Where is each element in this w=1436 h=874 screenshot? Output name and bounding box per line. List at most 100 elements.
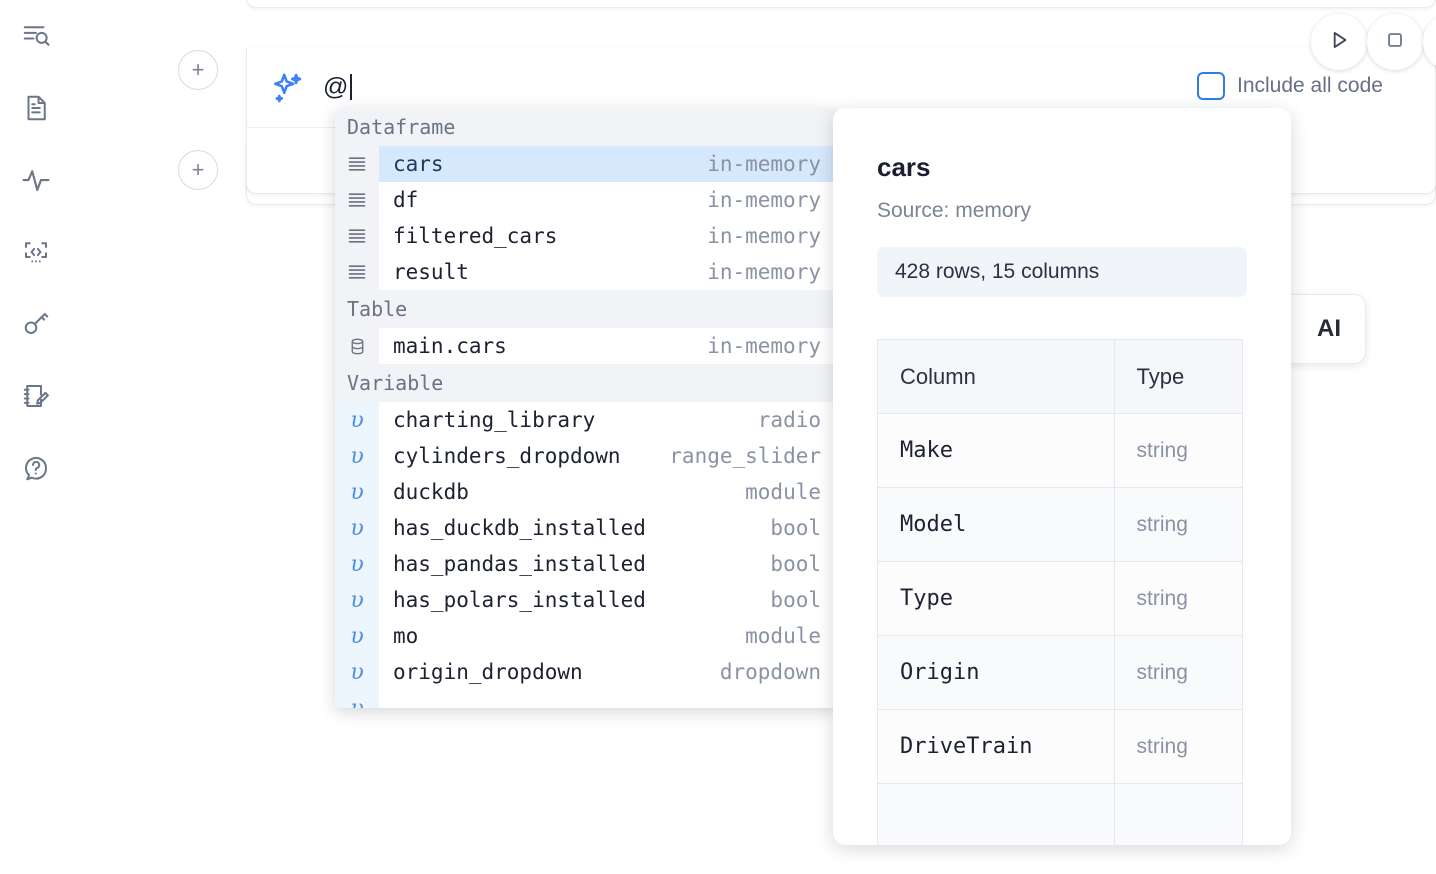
variable-icon: υ xyxy=(335,546,379,582)
variable-icon: υ xyxy=(335,438,379,474)
autocomplete-item[interactable]: main.cars in-memory xyxy=(335,328,835,364)
autocomplete-section-header: Dataframe xyxy=(335,108,835,146)
variable-icon: υ xyxy=(335,474,379,510)
schema-column-type: string xyxy=(1113,709,1244,784)
dataframe-icon xyxy=(335,218,379,254)
autocomplete-item-name: cylinders_dropdown xyxy=(393,444,621,468)
key-icon[interactable] xyxy=(14,302,58,346)
autocomplete-item-name: has_duckdb_installed xyxy=(393,516,646,540)
more-actions-button[interactable] xyxy=(1423,14,1436,70)
autocomplete-item-type: in-memory xyxy=(707,334,821,358)
stop-button[interactable] xyxy=(1367,14,1423,70)
database-icon xyxy=(335,328,379,364)
autocomplete-item-type: in-memory xyxy=(707,188,821,212)
autocomplete-item-type: module xyxy=(745,480,821,504)
variable-icon: υ xyxy=(335,582,379,618)
activity-icon[interactable] xyxy=(14,158,58,202)
dataframe-icon xyxy=(335,254,379,290)
autocomplete-item[interactable]: υ charting_library radio xyxy=(335,402,835,438)
autocomplete-item[interactable]: υ has_pandas_installed bool xyxy=(335,546,835,582)
plus-icon: + xyxy=(191,157,205,182)
autocomplete-item[interactable]: υ has_duckdb_installed bool xyxy=(335,510,835,546)
add-cell-button-bottom[interactable]: + xyxy=(178,150,218,190)
autocomplete-item[interactable]: cars in-memory xyxy=(335,146,835,182)
preview-title: cars xyxy=(877,152,931,182)
column-header-column: Column xyxy=(877,339,1115,414)
table-header-row: Column Type xyxy=(877,339,1244,414)
schema-column-name: Model xyxy=(877,487,1115,562)
autocomplete-item-name: result xyxy=(393,260,469,284)
autocomplete-item-name: main.cars xyxy=(393,334,507,358)
variable-icon: υ xyxy=(335,654,379,690)
stop-icon xyxy=(1382,27,1408,58)
autocomplete-item-name: origin_dropdown xyxy=(393,660,583,684)
variable-icon: υ xyxy=(335,510,379,546)
text-caret xyxy=(349,74,352,100)
autocomplete-item-type: bool xyxy=(770,588,821,612)
cell-above-partial xyxy=(246,0,1436,8)
autocomplete-section-header: Variable xyxy=(335,364,835,402)
autocomplete-item-type: bool xyxy=(770,552,821,576)
autocomplete-item-body: cars in-memory xyxy=(379,146,835,182)
add-cell-button-top[interactable]: + xyxy=(178,50,218,90)
help-icon[interactable] xyxy=(14,446,58,490)
explore-icon[interactable] xyxy=(14,14,58,58)
chat-with-ai-label: AI xyxy=(1317,315,1341,342)
code-snippet-icon[interactable] xyxy=(14,230,58,274)
dataframe-icon xyxy=(335,146,379,182)
schema-column-type: string xyxy=(1113,635,1244,710)
variable-icon: υ xyxy=(335,690,379,708)
document-icon[interactable] xyxy=(14,86,58,130)
autocomplete-item-body: main.cars in-memory xyxy=(379,328,835,364)
table-row-partial xyxy=(877,783,1244,845)
preview-source: Source: memory xyxy=(877,199,1032,222)
variable-icon: υ xyxy=(335,402,379,438)
column-header-type: Type xyxy=(1113,339,1244,414)
autocomplete-item-partial[interactable]: υ xyxy=(335,690,835,708)
include-all-code-checkbox[interactable] xyxy=(1197,72,1225,100)
schema-column-type: string xyxy=(1113,487,1244,562)
autocomplete-item-type: radio xyxy=(757,408,821,432)
autocomplete-item-name: has_polars_installed xyxy=(393,588,646,612)
autocomplete-item[interactable]: υ has_polars_installed bool xyxy=(335,582,835,618)
ai-prompt-input[interactable]: @ xyxy=(323,73,352,102)
scratchpad-icon[interactable] xyxy=(14,374,58,418)
schema-column-name xyxy=(877,783,1115,845)
include-all-code-control[interactable]: Include all code xyxy=(1197,72,1383,100)
left-icon-rail xyxy=(0,0,72,874)
autocomplete-item-body: duckdb module xyxy=(379,474,835,510)
run-button[interactable] xyxy=(1311,14,1367,70)
autocomplete-item-name: has_pandas_installed xyxy=(393,552,646,576)
autocomplete-item-name: mo xyxy=(393,624,419,648)
schema-column-type: string xyxy=(1113,561,1244,636)
autocomplete-item-type: bool xyxy=(770,516,821,540)
autocomplete-item-name: charting_library xyxy=(393,408,596,432)
schema-column-name: Make xyxy=(877,413,1115,488)
schema-column-name: Origin xyxy=(877,635,1115,710)
variable-icon: υ xyxy=(335,618,379,654)
autocomplete-item-type: in-memory xyxy=(707,152,821,176)
autocomplete-item-name: duckdb xyxy=(393,480,469,504)
autocomplete-item-name: cars xyxy=(393,152,444,176)
autocomplete-item-body: charting_library radio xyxy=(379,402,835,438)
schema-column-name: DriveTrain xyxy=(877,709,1115,784)
ai-sparkle-icon xyxy=(269,69,307,107)
autocomplete-item-type: in-memory xyxy=(707,224,821,248)
